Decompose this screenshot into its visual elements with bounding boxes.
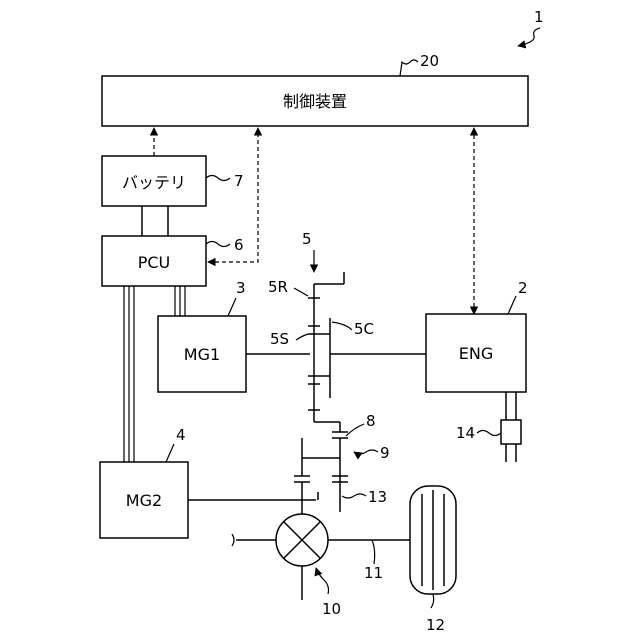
figure-ref-arrow: [518, 28, 540, 46]
gear9-arrow: [354, 450, 378, 454]
controller-label: 制御装置: [283, 92, 347, 111]
battery-label: バッテリ: [122, 173, 186, 192]
ring-ref-label: 5R: [268, 278, 288, 296]
controller-leader: [400, 60, 418, 76]
damper-box: [501, 420, 521, 444]
mg1-ref-label: 3: [236, 279, 246, 297]
battery-ref-label: 7: [234, 172, 244, 190]
figure-ref-label: 1: [534, 8, 544, 26]
axle-ref-label: 11: [364, 564, 383, 582]
gear9-ref-label: 9: [380, 444, 390, 462]
mg1-leader: [228, 298, 236, 316]
diff-arrow: [316, 568, 329, 594]
gear13-ref-label: 13: [368, 488, 387, 506]
engine-ref-label: 2: [518, 279, 528, 297]
carrier-ref-label: 5C: [354, 320, 374, 338]
mg2-label: MG2: [126, 491, 162, 510]
gear8-ref-label: 8: [366, 412, 376, 430]
mg2-ref-label: 4: [176, 426, 186, 444]
controller-ref-label: 20: [420, 52, 439, 70]
sun-leader: [296, 334, 308, 340]
planetary-ref-label: 5: [302, 230, 312, 248]
left-axle-break: [232, 534, 234, 546]
gear8-leader: [346, 424, 364, 436]
battery-leader: [206, 176, 230, 181]
sun-ref-label: 5S: [270, 330, 289, 348]
damper-ref-label: 14: [456, 424, 475, 442]
mg1-label: MG1: [184, 345, 220, 364]
wheel-leader: [431, 594, 434, 608]
pcu-ref-label: 6: [234, 236, 244, 254]
damper-leader: [477, 431, 501, 436]
engine-label: ENG: [459, 344, 493, 363]
mg2-leader: [166, 444, 174, 462]
diff-ref-label: 10: [322, 600, 341, 618]
gear13-leader: [342, 494, 366, 498]
engine-leader: [508, 296, 516, 314]
wheel-ref-label: 12: [426, 616, 445, 634]
carrier-leader: [332, 322, 352, 330]
pcu-label: PCU: [138, 253, 171, 272]
ring-leader: [294, 288, 308, 296]
axle-leader: [372, 540, 375, 564]
pcu-leader: [206, 242, 230, 247]
planetary-gear: [308, 272, 344, 432]
